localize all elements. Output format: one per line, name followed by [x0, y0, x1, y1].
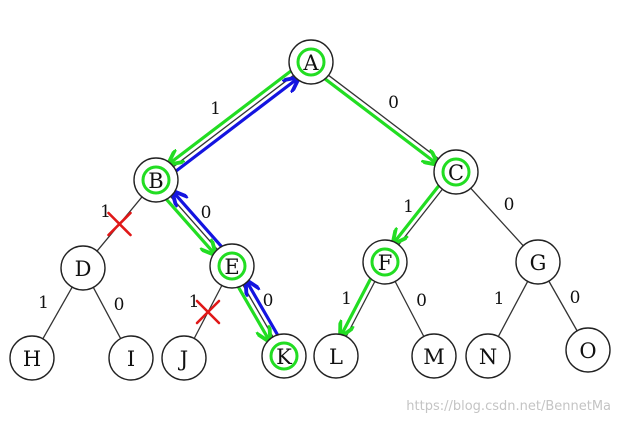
node-C: C	[433, 149, 479, 195]
node-highlight-ring-B	[141, 165, 171, 195]
node-label-I: I	[127, 347, 135, 371]
node-E: E	[209, 243, 255, 289]
node-B: B	[133, 157, 179, 203]
node-label-D: D	[75, 257, 92, 281]
node-label-M: M	[423, 345, 445, 369]
edge-label-G-N: 1	[494, 289, 505, 309]
node-N: N	[465, 333, 511, 379]
node-D: D	[60, 245, 106, 291]
node-L: L	[313, 333, 359, 379]
node-label-H: H	[23, 347, 41, 371]
edge-label-D-I: 0	[114, 295, 125, 315]
pruned-cross-icon-B-D	[107, 211, 132, 237]
arrow-down-F-L	[341, 275, 373, 336]
edge-A-C	[328, 74, 439, 160]
node-O: O	[565, 327, 611, 373]
nodes-layer: A B C D E F G H I J K L M N O	[9, 39, 611, 381]
node-label-O: O	[579, 339, 596, 363]
node-highlight-ring-C	[441, 157, 471, 187]
node-label-L: L	[329, 345, 343, 369]
edge-label-A-C: 0	[388, 93, 399, 113]
edge-A-B	[173, 74, 294, 168]
node-label-N: N	[479, 345, 497, 369]
pruned-cross-icon-E-J	[195, 299, 221, 325]
edge-G-O	[548, 280, 578, 332]
edge-G-N	[497, 281, 529, 337]
node-label-A: A	[302, 51, 319, 75]
node-highlight-ring-K	[269, 341, 299, 371]
arrow-down-A-C	[322, 76, 437, 164]
edge-label-F-M: 0	[416, 291, 427, 311]
node-M: M	[411, 333, 457, 379]
edge-D-I	[92, 287, 122, 339]
edge-label-A-B: 1	[210, 99, 221, 119]
edge-label-D-H: 1	[38, 293, 49, 313]
edge-label-C-F: 1	[403, 197, 414, 217]
arrow-up-B-A	[173, 78, 298, 174]
node-I: I	[108, 335, 154, 381]
node-label-F: F	[378, 251, 393, 275]
node-G: G	[515, 239, 561, 285]
node-highlight-ring-E	[217, 251, 247, 281]
edge-label-B-E: 0	[201, 203, 212, 223]
node-label-G: G	[530, 251, 547, 275]
node-label-C: C	[448, 161, 464, 185]
node-highlight-ring-F	[370, 247, 400, 277]
node-H: H	[9, 335, 55, 381]
edge-D-H	[42, 286, 73, 340]
edge-label-C-G: 0	[504, 195, 515, 215]
arrow-up-K-E	[246, 281, 280, 338]
node-label-B: B	[148, 169, 163, 193]
watermark-text: https://blog.csdn.net/BennetMa	[406, 399, 611, 414]
edge-C-G	[470, 187, 524, 247]
node-J: J	[161, 335, 207, 381]
node-label-E: E	[224, 255, 239, 279]
node-highlight-ring-A	[296, 47, 326, 77]
edge-F-M	[394, 281, 425, 337]
edge-label-B-D: 1	[100, 202, 111, 222]
node-label-K: K	[276, 345, 292, 369]
node-A: A	[288, 39, 334, 85]
edge-label-E-J: 1	[189, 292, 200, 312]
arrow-up-E-B	[173, 192, 225, 250]
arrow-down-C-F	[393, 183, 442, 244]
edge-label-F-L: 1	[341, 289, 352, 309]
node-label-J: J	[178, 347, 188, 371]
pruned-marks-layer	[107, 211, 221, 325]
edge-label-G-O: 0	[570, 288, 581, 308]
node-F: F	[362, 239, 408, 285]
arrow-down-A-B	[169, 68, 294, 164]
arrow-down-E-K	[236, 284, 270, 341]
edges-layer: 1 0 1 0 1 0 1 0 1 0 1 0 1 0	[38, 74, 581, 340]
edge-label-E-K: 0	[263, 291, 274, 311]
traversal-arrows-layer	[163, 68, 442, 341]
node-K: K	[261, 333, 307, 379]
